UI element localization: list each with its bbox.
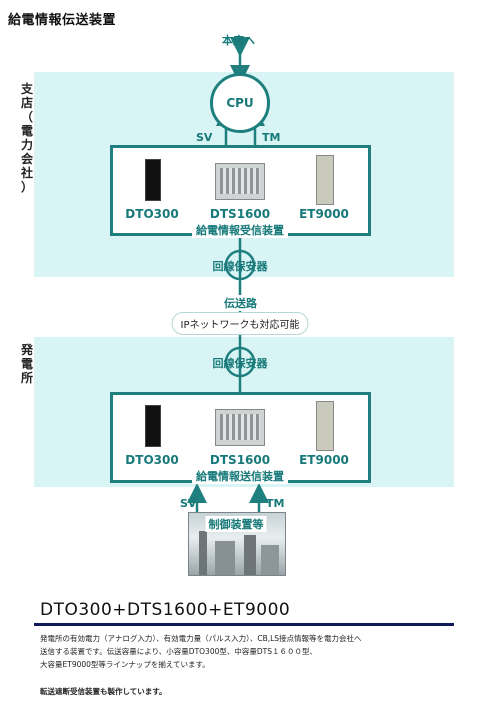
- device-name-et9000: ET9000: [299, 453, 349, 467]
- line-label: 伝送路: [222, 295, 259, 311]
- tm-label-top: TM: [262, 131, 281, 144]
- page-title: 給電情報伝送装置: [8, 13, 117, 28]
- dto300-icon: [145, 405, 161, 447]
- sv-label-bottom: SV: [180, 497, 197, 510]
- device-name-dts1600: DTS1600: [209, 453, 271, 467]
- cpu-label: CPU: [226, 96, 254, 110]
- receiver-box-label: 給電情報受信装置: [192, 222, 288, 238]
- protector-label-lower: 回線保安器: [212, 357, 268, 370]
- product-title: DTO300+DTS1600+ET9000: [40, 600, 291, 620]
- sender-box-label: 給電情報送信装置: [192, 468, 288, 484]
- branch-label: 支店（電力会社）: [20, 82, 33, 194]
- sv-label-top: SV: [196, 131, 213, 144]
- head-office-label: 本店へ: [222, 34, 255, 47]
- dto300-icon: [145, 159, 161, 201]
- description-line-1: 発電所の有効電力（アナログ入力）、有効電力量（パルス入力）、CB,LS接点情報等…: [40, 634, 362, 643]
- control-label: 制御装置等: [205, 516, 267, 532]
- dts1600-icon: [215, 409, 265, 446]
- protector-label-upper: 回線保安器: [212, 260, 268, 273]
- device-name-dts1600: DTS1600: [209, 207, 271, 221]
- plant-label: 発電所: [20, 343, 33, 385]
- device-name-dto300: DTO300: [125, 453, 179, 467]
- cpu-node: CPU: [210, 73, 270, 133]
- dts1600-icon: [215, 163, 265, 200]
- description-line-2: 送信する装置です。伝送容量により、小容量DTO300型、中容量DTS１６００型、: [40, 647, 317, 656]
- device-name-et9000: ET9000: [299, 207, 349, 221]
- et9000-icon: [316, 155, 334, 205]
- ip-network-note: IPネットワークも対応可能: [171, 312, 309, 335]
- transfer-trip-note: 転送遮断受信装置も製作しています。: [40, 687, 167, 696]
- device-name-dto300: DTO300: [125, 207, 179, 221]
- description-line-3: 大容量ET9000型等ラインナップを揃えています。: [40, 660, 210, 669]
- tm-label-bottom: TM: [266, 497, 285, 510]
- et9000-icon: [316, 401, 334, 451]
- title-rule: [34, 623, 454, 626]
